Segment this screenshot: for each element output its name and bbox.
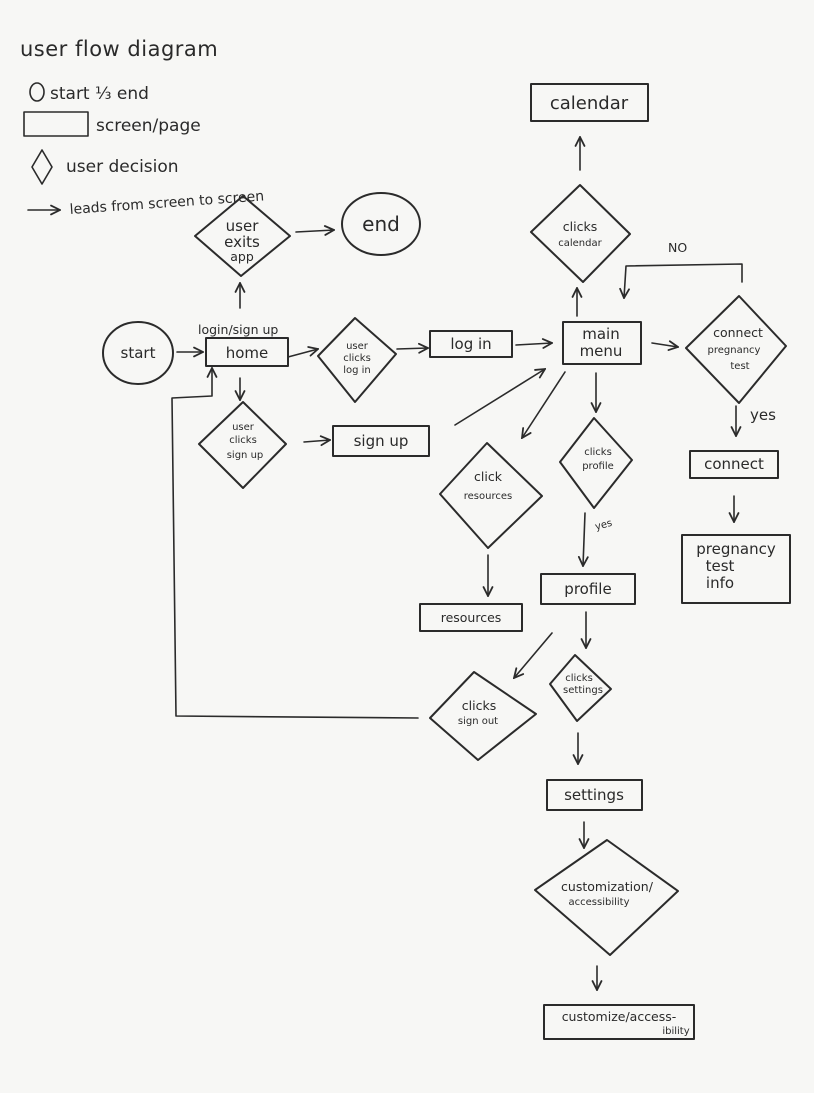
node-connect-label: connect (704, 455, 764, 473)
decision-calendar-line2: calendar (558, 238, 602, 249)
decision-clickssignup-line3: sign up (227, 450, 264, 461)
node-profile: profile (540, 573, 636, 605)
decision-connect-line3: test (730, 361, 749, 372)
decision-clickslogin-line3: log in (343, 365, 371, 376)
legend-screen-label: screen/page (96, 116, 201, 136)
edge-no-loop (624, 263, 743, 298)
decision-exits-line2: exits (224, 233, 260, 251)
node-info-line1: pregnancy (696, 540, 776, 558)
decision-exits-line3: app (230, 249, 254, 264)
decision-clickssignup-line1: user (232, 422, 255, 433)
decision-exits-line1: user (226, 217, 260, 235)
edge-clicksprofile-profile (583, 512, 585, 566)
decision-profile-line1: clicks (584, 447, 612, 458)
node-resources-label: resources (441, 610, 502, 625)
node-log-in-label: log in (450, 335, 491, 353)
node-customize-accessibility: customize/access- ibility (543, 1004, 695, 1040)
node-info-line3: info (706, 574, 734, 592)
decision-resources-line2: resources (464, 491, 512, 502)
diagram-title: user flow diagram (20, 37, 218, 61)
edge-exits-end (295, 230, 334, 232)
edge-label-no: NO (668, 240, 687, 255)
decision-customization-accessibility: customization/ accessibility (534, 839, 679, 956)
node-main-menu-line1: main (582, 325, 619, 343)
node-settings-label: settings (564, 786, 624, 804)
node-sign-up-label: sign up (354, 432, 409, 450)
edges: NO yes yes (171, 137, 776, 990)
node-log-in: log in (429, 330, 513, 358)
edge-clickssignup-signup (303, 440, 330, 442)
node-end: end (341, 192, 421, 256)
node-home-label: home (226, 344, 269, 362)
legend-screen-symbol (23, 111, 89, 137)
node-connect: connect (689, 450, 779, 479)
node-customize-line1: customize/access- (562, 1009, 677, 1024)
decision-settings-line2: settings (563, 685, 603, 696)
node-info-line2: test (706, 557, 735, 575)
decision-profile-line2: profile (582, 461, 614, 472)
edge-signup-mainmenu (454, 369, 545, 426)
legend-decision-label: user decision (66, 157, 179, 177)
decision-clicks-calendar: clicks calendar (530, 184, 631, 283)
edge-home-clickslogin (287, 349, 318, 358)
decision-signout-line2: sign out (458, 716, 498, 727)
node-sign-up: sign up (332, 425, 430, 457)
decision-clicks-sign-out: clicks sign out (429, 671, 537, 761)
decision-resources-line1: click (474, 469, 503, 484)
node-resources: resources (419, 603, 523, 632)
node-main-menu-line2: menu (580, 342, 623, 360)
decision-user-clicks-login: user clicks log in (317, 317, 397, 403)
legend-start-end-label: start ⅓ end (50, 84, 149, 104)
node-start-label: start (121, 344, 156, 362)
edge-label-yes-connect: yes (750, 406, 776, 424)
decision-calendar-line1: clicks (563, 219, 597, 234)
decision-connect-pregnancy-test: connect pregnancy test (685, 295, 787, 404)
decision-connect-line1: connect (713, 325, 763, 340)
node-calendar-label: calendar (550, 93, 629, 114)
decision-clickssignup-line2: clicks (229, 435, 257, 446)
node-settings: settings (546, 779, 643, 811)
decision-connect-line2: pregnancy (708, 345, 761, 356)
edge-mainmenu-clickresources (522, 371, 566, 438)
decision-clicks-settings: clicks settings (549, 654, 612, 722)
decision-clickslogin-line2: clicks (343, 353, 371, 364)
decision-settings-line1: clicks (565, 673, 593, 684)
home-caption: login/sign up (198, 322, 278, 337)
node-main-menu: main menu (562, 321, 642, 365)
node-start: start (102, 321, 174, 385)
decision-user-clicks-signup: user clicks sign up (198, 401, 287, 489)
edge-signout-home (171, 368, 419, 719)
node-pregnancy-test-info: pregnancy test info (681, 534, 791, 604)
decision-clicks-profile: clicks profile (559, 417, 633, 509)
legend-start-end-symbol (29, 82, 45, 102)
node-customize-line2: ibility (662, 1026, 689, 1037)
legend-decision-symbol (31, 149, 53, 185)
decision-customization-line2: accessibility (569, 897, 630, 908)
decision-signout-line1: clicks (462, 698, 496, 713)
decision-customization-line1: customization/ (561, 879, 654, 894)
node-end-label: end (362, 212, 400, 236)
node-calendar: calendar (530, 83, 649, 122)
edge-profile-clickssignout (514, 632, 553, 678)
decision-clickslogin-line1: user (346, 341, 369, 352)
node-home: login/sign up home (198, 322, 289, 367)
edge-clickslogin-login (396, 348, 428, 349)
edge-login-mainmenu (515, 343, 552, 345)
node-profile-label: profile (564, 580, 611, 598)
edge-mainmenu-connectdecision (651, 343, 678, 347)
edge-label-yes-profile: yes (594, 518, 614, 533)
legend: start ⅓ end screen/page user decision le… (23, 82, 265, 218)
decision-click-resources: click resources (439, 442, 543, 549)
decision-user-exits-app: user exits app (194, 195, 291, 277)
